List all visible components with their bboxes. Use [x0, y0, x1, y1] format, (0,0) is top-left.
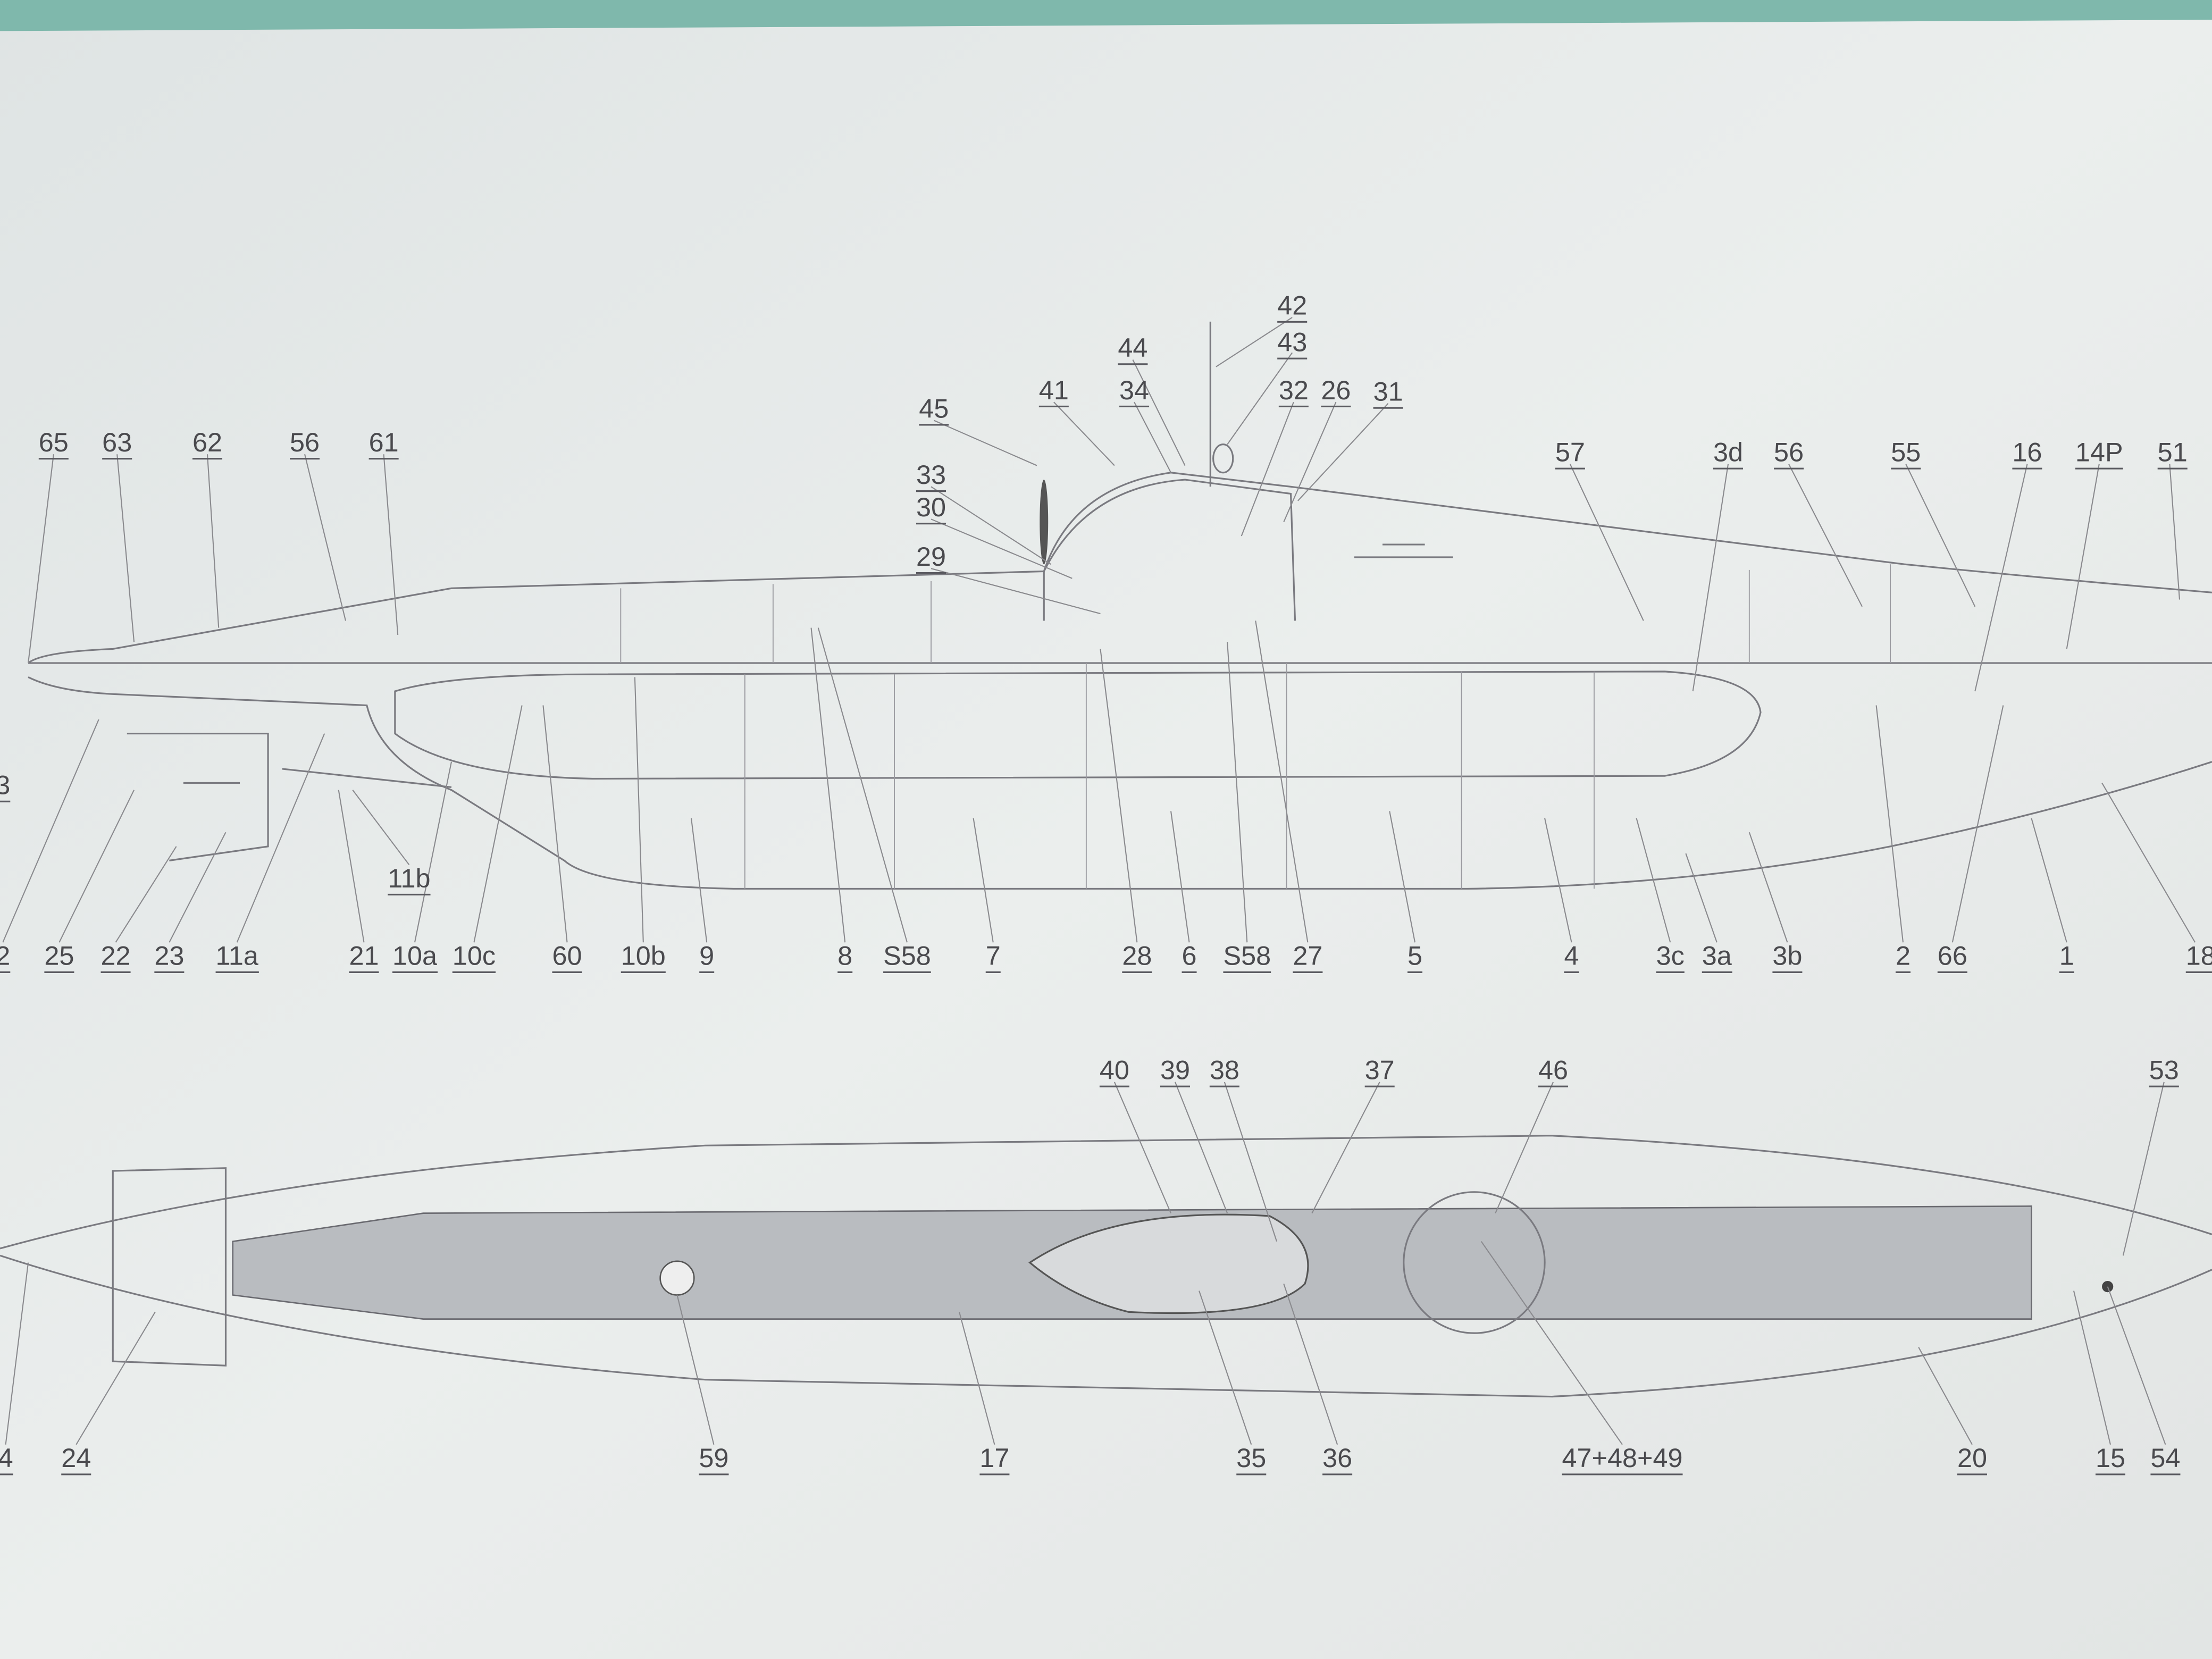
part-label: 46	[1538, 1055, 1568, 1085]
part-label: 39	[1160, 1055, 1190, 1085]
part-label: 41	[1039, 375, 1069, 405]
part-label: 2	[0, 941, 10, 971]
part-label: 6	[1182, 941, 1197, 971]
part-label: 61	[369, 427, 399, 457]
part-label: 55	[1891, 437, 1921, 467]
plan-leader-lines	[5, 1082, 2166, 1445]
part-label: 10a	[392, 941, 438, 971]
plan-view	[0, 1135, 2212, 1398]
part-label: 3d	[1713, 437, 1743, 467]
part-label: 40	[1100, 1055, 1129, 1085]
part-label: 16	[2012, 437, 2042, 467]
part-label: 18	[2186, 941, 2212, 971]
stern-plane	[282, 768, 452, 788]
part-label: 8	[837, 941, 852, 971]
side-bottom-labels: 2 25 22 23 11a 21 10a 10c 60 10b 9 8 S58…	[0, 770, 2212, 973]
part-label: 9	[699, 941, 714, 971]
part-label: 35	[1236, 1443, 1266, 1473]
part-label: 62	[192, 427, 222, 457]
frame-lines	[620, 564, 1891, 889]
side-keel-line	[28, 676, 2212, 890]
part-label: 2	[1896, 941, 1911, 971]
flag	[1040, 480, 1049, 565]
part-label: 33	[916, 459, 946, 490]
part-label: 53	[2149, 1055, 2179, 1085]
part-label: 11a	[216, 941, 259, 971]
part-label: 37	[1365, 1055, 1395, 1085]
paper-edge	[0, 0, 2212, 31]
part-label: 38	[1210, 1055, 1239, 1085]
part-label: 30	[916, 492, 946, 522]
part-label: 3c	[1656, 941, 1685, 971]
part-label: 10c	[453, 941, 496, 971]
deck-gun	[1354, 543, 1453, 558]
part-label: 32	[1279, 375, 1309, 405]
saddle-tank	[394, 671, 1762, 780]
plan-hull-top	[0, 1135, 2212, 1250]
part-label: 10b	[621, 941, 666, 971]
part-label: 5	[1407, 941, 1422, 971]
part-label: 21	[349, 941, 379, 971]
part-label: 22	[101, 941, 131, 971]
plan-conning-tower	[1028, 1213, 1309, 1314]
side-deck-line	[28, 472, 2212, 664]
part-label: 7	[986, 941, 1001, 971]
part-label: 36	[1322, 1443, 1352, 1473]
part-label: 56	[1774, 437, 1804, 467]
part-label: 34	[1119, 375, 1149, 405]
part-label: 59	[699, 1443, 728, 1473]
hatch	[659, 1260, 695, 1296]
part-label: 43	[1277, 327, 1307, 357]
part-label: 56	[290, 427, 320, 457]
part-label: S58	[883, 941, 931, 971]
part-label: 4	[0, 1443, 13, 1473]
part-label: 3b	[1772, 941, 1802, 971]
part-label: 65	[39, 427, 69, 457]
side-view	[28, 321, 2212, 890]
conning-tower	[1043, 479, 1296, 621]
part-label: S58	[1223, 941, 1271, 971]
part-label: 44	[1118, 332, 1147, 363]
part-label: 47+48+49	[1562, 1443, 1683, 1473]
part-label: 54	[2150, 1443, 2180, 1473]
part-label: 4	[1564, 941, 1579, 971]
plan-bottom-labels: 4 24 59 17 35 36 47+48+49 20 15 54	[0, 1443, 2181, 1476]
part-label: 28	[1122, 941, 1152, 971]
part-label: 26	[1321, 375, 1351, 405]
direction-finder-loop	[1212, 443, 1234, 474]
part-label: 1	[2059, 941, 2074, 971]
part-label: 57	[1555, 437, 1585, 467]
side-top-labels: 65 63 62 56 61 45 41 44 34 42 43 32 26 3…	[39, 290, 2188, 574]
part-label: 42	[1277, 290, 1307, 321]
part-label: 14P	[2075, 437, 2123, 467]
part-label: 66	[1938, 941, 1967, 971]
rudder-assembly	[127, 732, 269, 861]
part-label: 3a	[1702, 941, 1732, 971]
plan-hull-bottom	[0, 1254, 2212, 1398]
part-label: 60	[552, 941, 582, 971]
part-label: 63	[102, 427, 132, 457]
part-label: 3	[0, 770, 10, 800]
part-label: 51	[2158, 437, 2188, 467]
part-label: 11b	[388, 863, 430, 893]
part-label: 24	[61, 1443, 91, 1473]
part-label: 17	[979, 1443, 1009, 1473]
part-label: 31	[1373, 376, 1403, 406]
part-label: 45	[919, 393, 949, 423]
part-label: 29	[916, 541, 946, 572]
part-label: 20	[1957, 1443, 1987, 1473]
part-label: 23	[154, 941, 184, 971]
plan-stern-planes	[112, 1167, 227, 1367]
plan-top-labels: 40 39 38 37 46 53	[1100, 1055, 2179, 1087]
gun-platform	[1403, 1191, 1546, 1334]
part-label: 15	[2096, 1443, 2125, 1473]
part-label: 27	[1293, 941, 1322, 971]
part-label: 25	[44, 941, 74, 971]
side-leader-lines	[2, 317, 2196, 943]
